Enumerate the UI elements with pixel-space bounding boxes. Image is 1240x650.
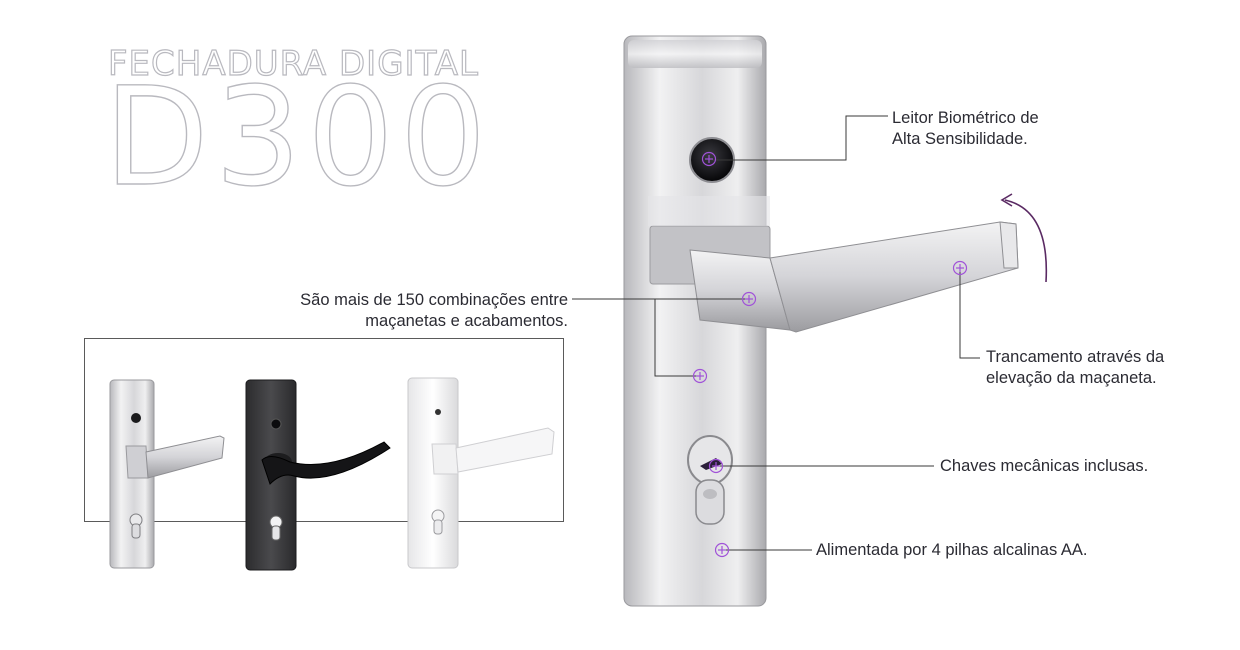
callout-biometric: Leitor Biométrico de Alta Sensibilidade.	[892, 108, 1039, 150]
callout-combinations-line1: São mais de 150 combinações entre	[300, 291, 568, 309]
callout-combinations-line2: maçanetas e acabamentos.	[365, 312, 568, 331]
callout-combinations: São mais de 150 combinações entre maçane…	[248, 290, 568, 332]
variants-frame	[84, 338, 564, 522]
callout-keys: Chaves mecânicas inclusas.	[940, 457, 1149, 475]
callout-lines	[572, 115, 980, 551]
variant-white	[407, 377, 555, 569]
hotspot-markers	[692, 151, 968, 558]
variant-steel	[109, 379, 225, 569]
title-model: D300	[103, 59, 493, 217]
lever-handle	[769, 221, 1019, 333]
callout-locking: Trancamento através da elevação da maçan…	[986, 347, 1164, 389]
title-line-1: FECHADURA DIGITAL	[107, 43, 479, 84]
rotation-arrow-icon	[1004, 199, 1048, 283]
callout-batteries: Alimentada por 4 pilhas alcalinas AA.	[816, 541, 1088, 559]
variant-black	[245, 379, 391, 571]
callout-locking-line1: Trancamento através da	[986, 348, 1165, 366]
callout-biometric-line2: Alta Sensibilidade.	[892, 130, 1028, 149]
callout-locking-line2: elevação da maçaneta.	[986, 369, 1157, 388]
main-lock	[623, 35, 1019, 607]
callout-biometric-line1: Leitor Biométrico de	[892, 109, 1039, 127]
